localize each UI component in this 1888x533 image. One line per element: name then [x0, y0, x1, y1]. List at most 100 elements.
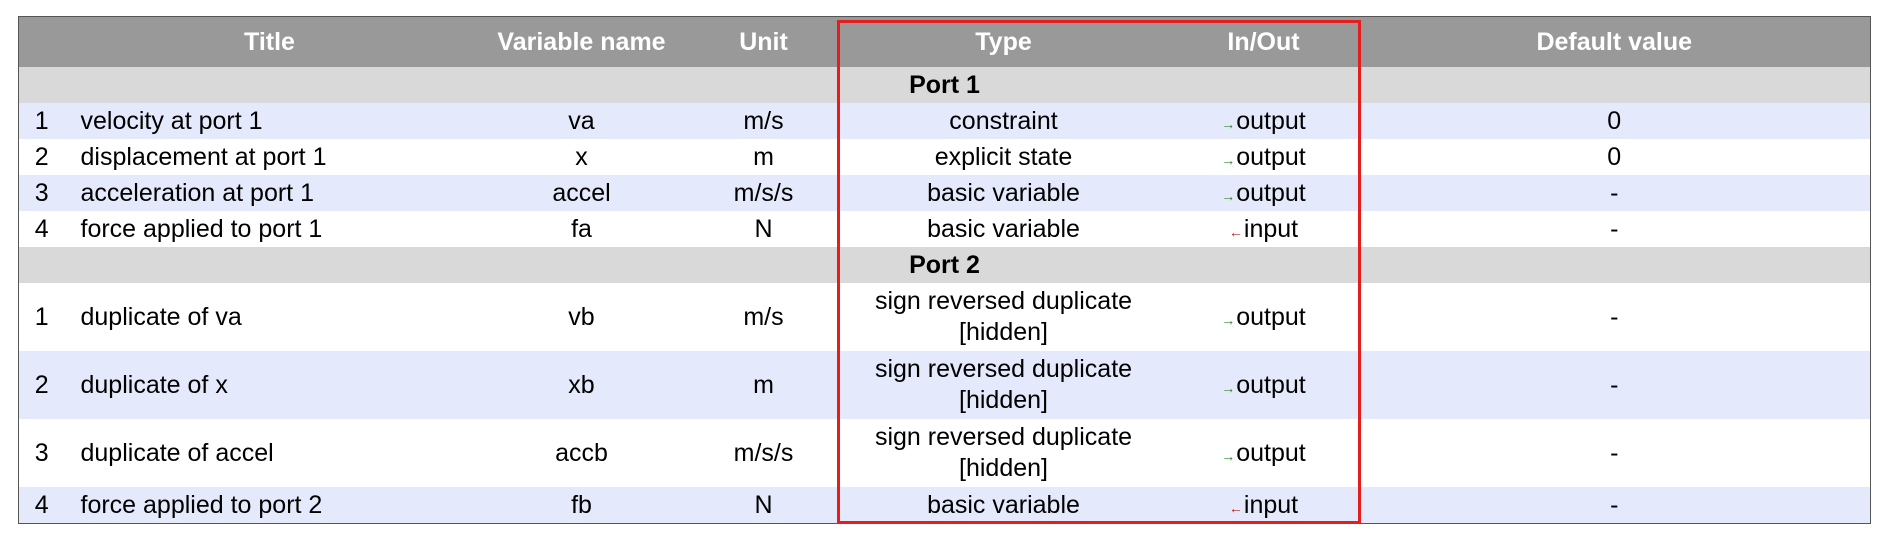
- left-arrow-icon: ←: [1228, 499, 1243, 516]
- row-unit: m: [688, 351, 839, 419]
- row-unit: N: [688, 487, 839, 524]
- right-arrow-icon: →: [1221, 115, 1236, 132]
- row-type: sign reversed duplicate[hidden]: [838, 283, 1169, 351]
- row-in-out: →output: [1168, 103, 1359, 139]
- row-title: acceleration at port 1: [64, 175, 475, 211]
- row-number: 1: [18, 103, 65, 139]
- in-out-label: output: [1236, 302, 1306, 331]
- row-variable-name: accb: [474, 419, 689, 487]
- row-variable-name: vb: [474, 283, 689, 351]
- row-default-value: 0: [1358, 103, 1871, 139]
- row-number: 1: [18, 283, 65, 351]
- type-text: sign reversed duplicate[hidden]: [875, 354, 1132, 416]
- type-line-1: sign reversed duplicate: [874, 423, 1133, 451]
- row-variable-name: va: [474, 103, 689, 139]
- row-in-out: →output: [1168, 419, 1359, 487]
- type-line-1: sign reversed duplicate: [874, 287, 1133, 315]
- row-in-out: →output: [1168, 139, 1359, 175]
- group-label: Port 2: [18, 247, 1871, 283]
- in-out-label: input: [1243, 490, 1299, 519]
- in-out-label: output: [1236, 370, 1306, 399]
- header-unit: Unit: [688, 16, 839, 67]
- row-variable-name: xb: [474, 351, 689, 419]
- row-in-out: ←input: [1168, 211, 1359, 247]
- type-line-1: sign reversed duplicate: [874, 355, 1133, 383]
- row-title: force applied to port 2: [64, 487, 475, 524]
- row-variable-name: fa: [474, 211, 689, 247]
- row-number: 2: [18, 351, 65, 419]
- row-unit: m: [688, 139, 839, 175]
- row-default-value: -: [1358, 283, 1871, 351]
- row-default-value: -: [1358, 351, 1871, 419]
- group-label: Port 1: [18, 67, 1871, 103]
- in-out-label: output: [1236, 178, 1306, 207]
- row-in-out: ←input: [1168, 487, 1359, 524]
- row-number: 2: [18, 139, 65, 175]
- type-line-1: explicit state: [934, 142, 1073, 171]
- row-default-value: 0: [1358, 139, 1871, 175]
- type-text: basic variable: [927, 490, 1080, 521]
- row-type: sign reversed duplicate[hidden]: [838, 351, 1169, 419]
- right-arrow-icon: →: [1221, 187, 1236, 204]
- row-unit: N: [688, 211, 839, 247]
- row-variable-name: accel: [474, 175, 689, 211]
- row-title: duplicate of accel: [64, 419, 475, 487]
- row-variable-name: x: [474, 139, 689, 175]
- row-in-out: →output: [1168, 175, 1359, 211]
- row-type: basic variable: [838, 487, 1169, 524]
- row-type: explicit state: [838, 139, 1169, 175]
- right-arrow-icon: →: [1221, 151, 1236, 168]
- group-row: Port 1: [18, 67, 1871, 103]
- row-variable-name: fb: [474, 487, 689, 524]
- row-unit: m/s/s: [688, 419, 839, 487]
- in-out-label: output: [1236, 106, 1306, 135]
- row-default-value: -: [1358, 211, 1871, 247]
- in-out-label: output: [1236, 438, 1306, 467]
- header-default-value: Default value: [1358, 16, 1871, 67]
- type-text: basic variable: [927, 214, 1080, 245]
- row-unit: m/s/s: [688, 175, 839, 211]
- row-type: basic variable: [838, 175, 1169, 211]
- header-variable-name: Variable name: [474, 16, 689, 67]
- header-type: Type: [838, 16, 1169, 67]
- left-arrow-icon: ←: [1228, 223, 1243, 240]
- header-in-out: In/Out: [1168, 16, 1359, 67]
- row-number: 4: [18, 211, 65, 247]
- type-line-1: basic variable: [927, 490, 1080, 519]
- header-index: [18, 16, 65, 67]
- right-arrow-icon: →: [1221, 447, 1236, 464]
- type-text: sign reversed duplicate[hidden]: [875, 286, 1132, 348]
- type-line-1: basic variable: [927, 214, 1080, 243]
- in-out-label: output: [1236, 142, 1306, 171]
- type-line-1: constraint: [949, 106, 1058, 135]
- row-unit: m/s: [688, 103, 839, 139]
- row-default-value: -: [1358, 487, 1871, 524]
- type-text: sign reversed duplicate[hidden]: [875, 422, 1132, 484]
- right-arrow-icon: →: [1221, 379, 1236, 396]
- row-title: velocity at port 1: [64, 103, 475, 139]
- row-type: basic variable: [838, 211, 1169, 247]
- in-out-label: input: [1243, 214, 1299, 243]
- row-number: 4: [18, 487, 65, 524]
- row-title: displacement at port 1: [64, 139, 475, 175]
- header-title: Title: [64, 16, 475, 67]
- row-title: duplicate of va: [64, 283, 475, 351]
- row-in-out: →output: [1168, 351, 1359, 419]
- row-type: constraint: [838, 103, 1169, 139]
- row-number: 3: [18, 175, 65, 211]
- right-arrow-icon: →: [1221, 311, 1236, 328]
- type-text: basic variable: [927, 178, 1080, 209]
- row-title: force applied to port 1: [64, 211, 475, 247]
- row-default-value: -: [1358, 419, 1871, 487]
- group-row: Port 2: [18, 247, 1871, 283]
- row-number: 3: [18, 419, 65, 487]
